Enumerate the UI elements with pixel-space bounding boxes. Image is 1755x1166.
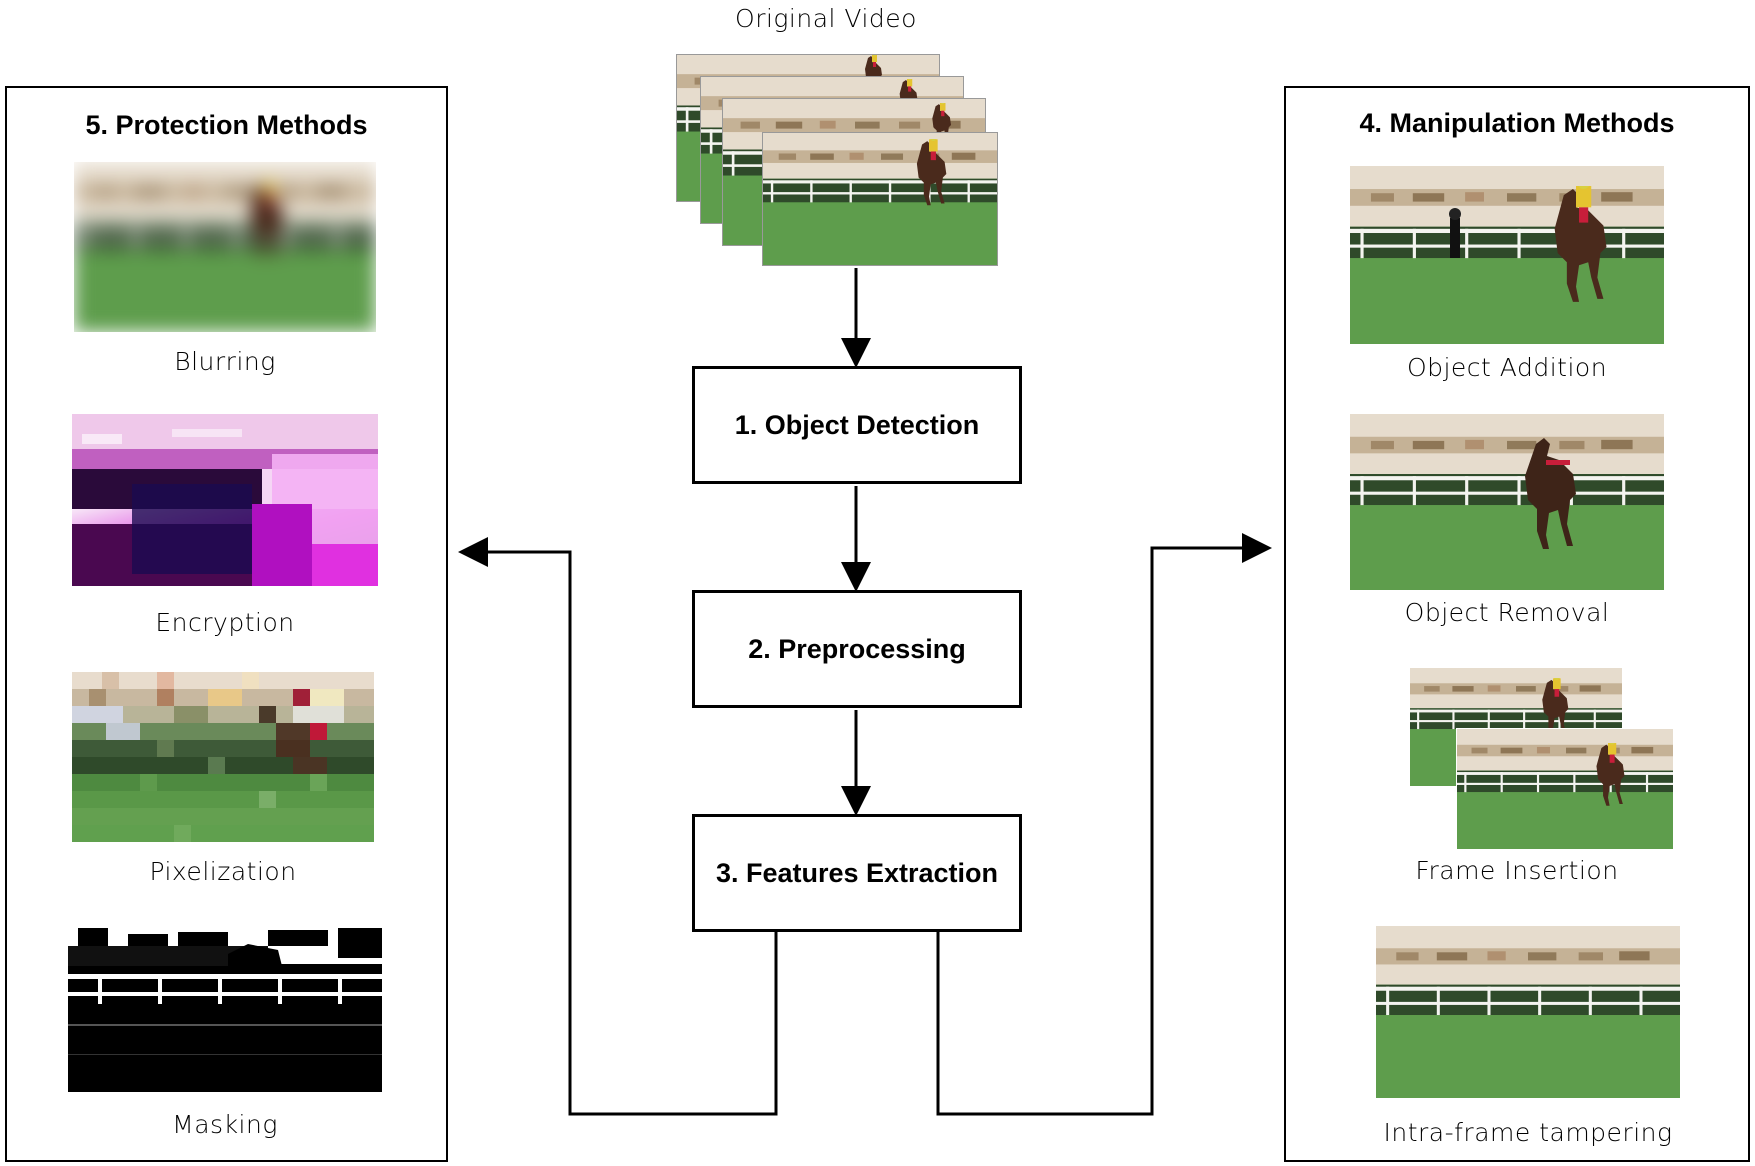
arrow-features-to-manipulation [936, 533, 1272, 1116]
step-preprocessing: 2. Preprocessing [692, 590, 1022, 708]
step-features-extraction: 3. Features Extraction [692, 814, 1022, 932]
manipulation-methods-title: 4. Manipulation Methods [1359, 108, 1675, 138]
intra-frame-tampering-image [1376, 926, 1680, 1098]
manipulation-item-label: Frame Insertion [1415, 856, 1619, 885]
masked-frame-image [68, 924, 382, 1092]
step-object-detection: 1. Object Detection [692, 366, 1022, 484]
encrypted-frame-image [72, 414, 378, 586]
manipulation-item-label: Intra-frame tampering [1383, 1118, 1673, 1147]
object-addition-image [1350, 166, 1664, 344]
video-frame-stack [762, 132, 998, 266]
protection-item-label: Blurring [174, 347, 276, 376]
manipulation-item-label: Object Addition [1406, 353, 1608, 382]
protection-item-label: Pixelization [149, 857, 297, 886]
arrow-features-to-protection [458, 537, 778, 1116]
original-video-label: Original Video [735, 4, 917, 33]
protection-item-label: Masking [172, 1110, 278, 1139]
protection-methods-title: 5. Protection Methods [85, 110, 368, 140]
object-removal-image [1350, 414, 1664, 590]
manipulation-item-label: Object Removal [1404, 598, 1610, 627]
pixelized-frame-image [72, 672, 374, 842]
protection-item-label: Encryption [155, 608, 295, 637]
frame-insertion-image-front [1456, 728, 1674, 850]
